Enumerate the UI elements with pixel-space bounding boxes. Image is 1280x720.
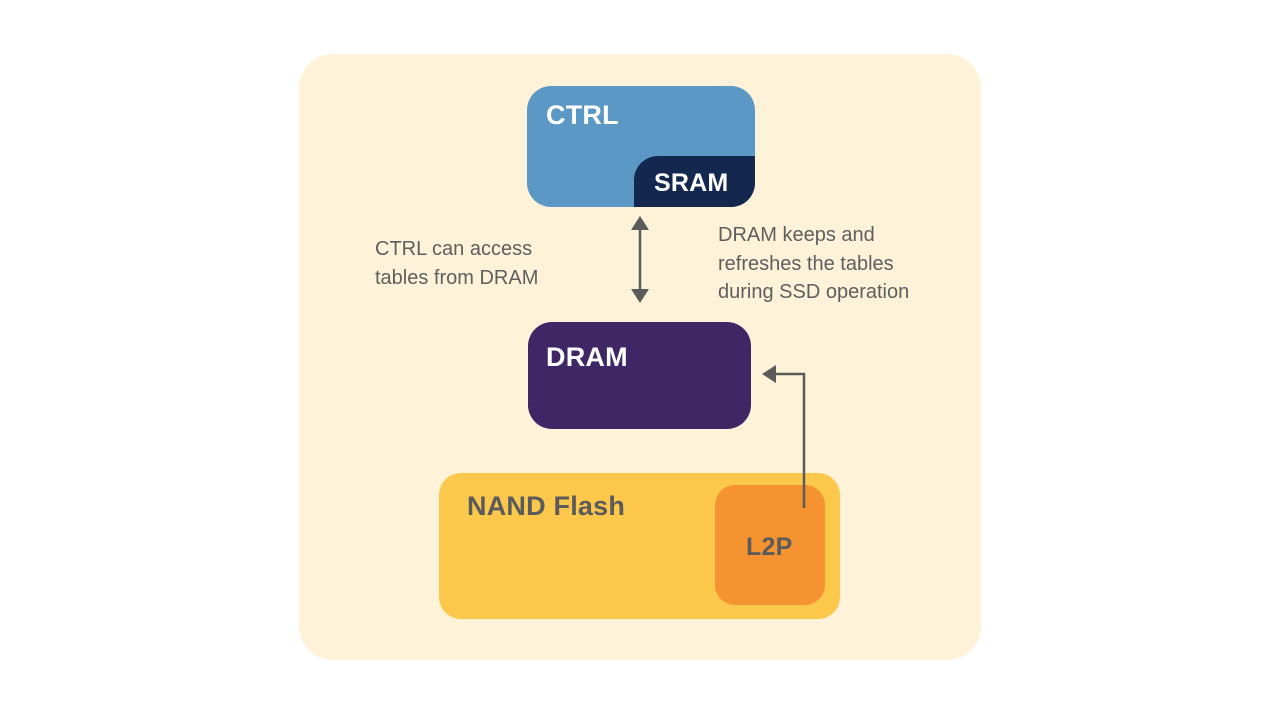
nand-flash-node: NAND Flash L2P	[439, 473, 840, 619]
note-line: DRAM keeps and	[718, 224, 875, 246]
arrow-head-down-icon	[631, 289, 649, 303]
dram-label: DRAM	[546, 342, 628, 372]
dram-node: DRAM	[528, 322, 751, 429]
sram-label: SRAM	[654, 169, 729, 197]
arrow-path	[774, 372, 806, 508]
sram-node: SRAM	[634, 156, 755, 207]
nand-flash-label: NAND Flash	[467, 491, 626, 521]
l2p-node: L2P	[715, 485, 825, 605]
arrow-head-up-icon	[631, 216, 649, 230]
l2p-label: L2P	[746, 533, 793, 561]
l2p-to-dram-arrow	[762, 365, 806, 508]
note-line: refreshes the tables	[718, 252, 894, 275]
ctrl-access-note: CTRL can access tables from DRAM	[375, 235, 538, 292]
note-line: CTRL can access	[375, 238, 533, 260]
ctrl-dram-bidirectional-arrow	[631, 216, 649, 303]
note-line: during SSD operation	[718, 281, 910, 303]
ctrl-label: CTRL	[546, 100, 619, 130]
note-line: tables from DRAM	[375, 266, 539, 289]
dram-refresh-note: DRAM keeps and refreshes the tables duri…	[718, 221, 909, 307]
ctrl-node: CTRL SRAM	[527, 86, 755, 207]
arrow-head-left-icon	[762, 365, 776, 383]
